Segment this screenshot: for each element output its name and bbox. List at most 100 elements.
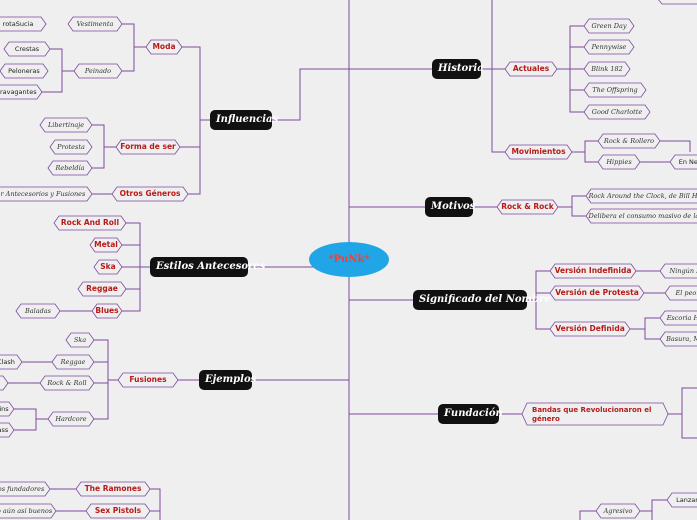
node-outline <box>658 0 697 5</box>
subtopic-ska[interactable]: Ska <box>100 262 116 271</box>
leaf-green-day[interactable]: Green Day <box>591 22 627 30</box>
node-outline <box>549 321 631 337</box>
node-outline <box>583 18 635 34</box>
subtopic-movimientos[interactable]: Movimientos <box>511 147 566 156</box>
central-topic[interactable]: *PuNk* <box>309 242 389 277</box>
subtopic-otros-generos[interactable]: Otros Géneros <box>119 189 181 198</box>
leaf-pennywise[interactable]: Pennywise <box>591 43 627 51</box>
topic-motivos[interactable]: Motivos <box>425 197 475 217</box>
leaf-hippies[interactable]: Hippies <box>606 158 632 166</box>
subtopic-bandas-que-revolucionaron[interactable]: Bandas que Revolucionaron el género <box>532 406 652 423</box>
topic-historia[interactable]: Historia <box>432 59 484 79</box>
node-outline <box>597 154 641 170</box>
leaf-rebeldia[interactable]: Rebeldía <box>55 164 85 172</box>
subtopic-forma-de-ser[interactable]: Forma de ser <box>120 142 176 151</box>
leaf-extravagantes[interactable]: travagantes <box>0 88 37 96</box>
node-outline <box>496 199 559 215</box>
leaf-ains[interactable]: ains <box>0 405 9 413</box>
subtopic-actuales[interactable]: Actuales <box>512 64 550 73</box>
node-outline <box>47 160 93 176</box>
subtopic-rock-and-roll[interactable]: Rock And Roll <box>60 218 120 227</box>
leaf-the-offspring[interactable]: The Offspring <box>592 86 638 94</box>
subtopic-version-de-protesta[interactable]: Versión de Protesta <box>555 288 639 297</box>
node-outline <box>39 375 95 391</box>
node-outline <box>0 401 15 417</box>
leaf-delibera-consumo[interactable]: Delibera el consumo masivo de la m <box>588 212 697 220</box>
leaf-ska[interactable]: Ska <box>73 336 87 344</box>
node-outline <box>521 402 669 426</box>
node-outline <box>504 144 573 160</box>
leaf-el-peor[interactable]: El peor <box>675 289 697 297</box>
leaf-peinado[interactable]: Peinado <box>84 67 112 75</box>
leaf-protesta[interactable]: Protesta <box>57 143 85 151</box>
leaf-lanzar[interactable]: Lanzar <box>676 496 697 504</box>
node-outline <box>85 503 151 519</box>
leaf-rock-around-the-clock[interactable]: Rock Around the Clock, de Bill Hale <box>588 192 697 200</box>
node-outline <box>549 263 637 279</box>
node-outline <box>659 331 697 347</box>
node-outline <box>51 354 95 370</box>
subtopic-fusiones[interactable]: Fusiones <box>129 375 167 384</box>
leaf-basura[interactable]: Basura, Me <box>666 335 697 343</box>
node-outline <box>583 61 631 77</box>
subtopic-version-indefinida[interactable]: Versión Indefinida <box>554 266 632 275</box>
leaf-vestimenta[interactable]: Vestimenta <box>76 20 114 28</box>
leaf-ningun[interactable]: Ningún P <box>669 267 697 275</box>
topic-ejemplos[interactable]: Ejemplos <box>199 370 256 390</box>
subtopic-metal[interactable]: Metal <box>94 240 118 249</box>
node-outline <box>65 332 95 348</box>
node-outline <box>583 82 647 98</box>
node-outline <box>659 310 697 326</box>
leaf-s[interactable]: s <box>0 376 8 390</box>
leaf-libertinaje[interactable]: Libertinaje <box>47 121 85 129</box>
leaf-crestas[interactable]: Crestas <box>14 45 40 53</box>
node-outline <box>93 259 123 275</box>
node-outline <box>583 39 635 55</box>
node-outline <box>0 16 47 32</box>
leaf-good-charlotte[interactable]: Good Charlotte <box>591 108 643 116</box>
subtopic-reggae[interactable]: Reggae <box>86 284 118 293</box>
node-outline <box>0 375 9 391</box>
node-outline <box>0 84 43 100</box>
subtopic-moda[interactable]: Moda <box>152 42 176 51</box>
leaf-rock-rollero[interactable]: Rock & Rollero <box>603 137 655 145</box>
leaf-escoria[interactable]: Escoria Hu <box>666 314 697 322</box>
subtopic-rock-and-rock[interactable]: Rock & Rock <box>501 202 554 211</box>
leaf-rock-roll[interactable]: Rock & Roll <box>47 379 87 387</box>
leaf-clash[interactable]: Clash <box>0 358 15 366</box>
node-outline <box>0 186 93 202</box>
node-outline <box>549 285 645 301</box>
node-outline <box>0 63 49 79</box>
leaf-baladas[interactable]: Baladas <box>25 307 51 315</box>
node-outline <box>595 503 641 519</box>
node-outline <box>664 285 697 301</box>
topic-significado-del-nombre[interactable]: Significado del Nombre <box>413 290 551 310</box>
subtopic-blues[interactable]: Blues <box>95 306 119 315</box>
leaf-blink-182[interactable]: Blink 182 <box>591 65 623 73</box>
leaf-aun-asi-buenos[interactable]: ro aún así buenos <box>0 507 53 515</box>
subtopic-version-definida[interactable]: Versión Definida <box>555 324 625 333</box>
node-outline <box>75 481 151 497</box>
node-outline <box>597 133 661 149</box>
leaf-reggae[interactable]: Reggae <box>60 358 86 366</box>
node-outline <box>77 281 127 297</box>
leaf-hardcore[interactable]: Hardcore <box>55 415 87 423</box>
leaf-en-nes[interactable]: En Nes <box>678 158 697 166</box>
subtopic-the-ramones[interactable]: The Ramones <box>84 484 142 493</box>
node-outline <box>0 481 51 497</box>
node-outline <box>39 117 93 133</box>
topic-estilos-antecesores[interactable]: Estilos Antecesores <box>150 257 265 277</box>
leaf-peloneras[interactable]: Peloneras <box>8 67 40 75</box>
leaf-lass[interactable]: lass <box>0 426 9 434</box>
leaf-mezclar-antecesorios[interactable]: ar Antecesorios y Fusiones <box>0 190 86 198</box>
subtopic-sex-pistols[interactable]: Sex Pistols <box>94 506 142 515</box>
topic-fundacion[interactable]: Fundación <box>438 404 503 424</box>
node-outline <box>89 237 123 253</box>
leaf-los-fundadores[interactable]: los fundadores <box>0 485 45 493</box>
leaf-agresivo[interactable]: Agresivo <box>603 507 633 515</box>
topic-influencias[interactable]: Influencias <box>210 110 278 130</box>
node-outline <box>49 139 93 155</box>
leaf-rota-sucia[interactable]: rotaSucia <box>2 20 34 28</box>
node-outline <box>117 372 179 388</box>
